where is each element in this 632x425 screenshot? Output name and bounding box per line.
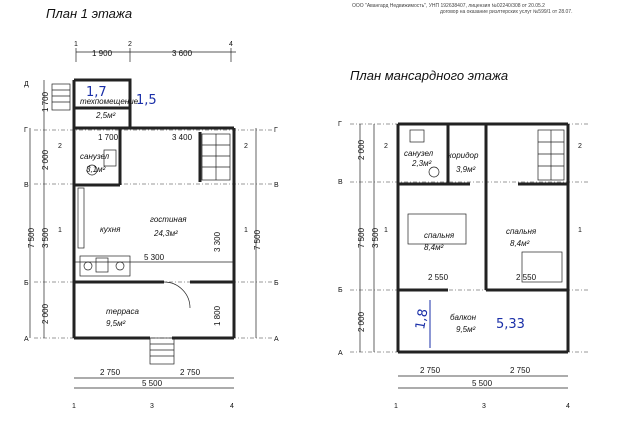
plan2-axis-B: Б <box>338 287 343 294</box>
plan1-axis-bottom-3: 3 <box>150 403 154 410</box>
plan2-title: План мансардного этажа <box>350 68 508 83</box>
plan1-handwritten-1-5: 1,5 <box>136 93 157 108</box>
plan1-row-axes: Д Г В Б А Г В Б А <box>24 81 279 343</box>
plan1-area-tech: 2,5м² <box>95 111 116 120</box>
plan1-axis-B-right: Б <box>274 280 279 287</box>
plan1-left-dim-2000: 2 000 <box>41 149 50 170</box>
plan2-handwritten-5-33: 5,33 <box>496 317 525 332</box>
plan1-left-dim-7500: 7 500 <box>27 227 36 248</box>
plan1-section-2-right: 2 <box>244 143 248 150</box>
plan1-axis-bottom-1: 1 <box>72 403 76 410</box>
plan2-section-1-right: 1 <box>578 227 582 234</box>
plan2-bottom-dim-5500: 5 500 <box>472 379 493 388</box>
plan1-left-dims: 1 700 2 000 7 500 3 500 2 000 <box>27 80 50 338</box>
plan1-axis-G-right: Г <box>274 127 278 134</box>
plan1-door-arc <box>163 281 191 309</box>
plan2-axis-bottom-4: 4 <box>566 403 570 410</box>
plan2-left-dim-2000-b: 2 000 <box>357 311 366 332</box>
plan1-axis-V-right: В <box>274 182 279 189</box>
plan2-axis-V: В <box>338 179 343 186</box>
plan2-row-axes: Г В Б А <box>338 121 343 357</box>
plan1-top-dim-3600: 3 600 <box>172 49 193 58</box>
plan1-axis-A: А <box>24 336 29 343</box>
plan2-handwritten-1-8: 1,8 <box>413 308 431 331</box>
plan1-handwritten-1-7: 1,7 <box>86 85 107 100</box>
plan2-stairs <box>537 129 565 181</box>
plan1-axis-A-right: А <box>274 336 279 343</box>
plan1-room-tech: техпомещение <box>80 97 139 106</box>
plan1-inner-dim-3400: 3 400 <box>172 133 193 142</box>
plan2-left-dim-7500: 7 500 <box>357 227 366 248</box>
plan2-section-2-left: 2 <box>384 143 388 150</box>
plan1-axis-top-1: 1 <box>74 41 78 48</box>
plan1-area-bath: 3,1м² <box>86 165 106 174</box>
plan2-left-dim-2000: 2 000 <box>357 139 366 160</box>
plan2-bottom-dim-2750-a: 2 750 <box>420 366 441 375</box>
plan1-inner-dim-1800: 1 800 <box>213 305 222 326</box>
plan1-section-1-right: 1 <box>244 227 248 234</box>
plan2-axis-bottom-1: 1 <box>394 403 398 410</box>
plan1-top-dim-1900: 1 900 <box>92 49 113 58</box>
plan1-section-2-left: 2 <box>58 143 62 150</box>
plan2-axis-A: А <box>338 350 343 357</box>
plan1-area-terrace: 9,5м² <box>106 319 126 328</box>
plan1-left-dim-3500: 3 500 <box>41 227 50 248</box>
plan2-axis-bottom-3: 3 <box>482 403 486 410</box>
plan1-left-dim-1700: 1 700 <box>41 91 50 112</box>
plan1-bottom-dims: 2 750 2 750 5 500 1 3 4 <box>72 368 234 410</box>
plan1-axis-V: В <box>24 182 29 189</box>
plan1-axis-bottom-4: 4 <box>230 403 234 410</box>
plan1-inner-dim-5300: 5 300 <box>144 253 165 262</box>
plan2-axis-G: Г <box>338 121 342 128</box>
plan2-area-corridor: 3,9м² <box>456 165 476 174</box>
plan2-area-bath: 2,3м² <box>411 159 432 168</box>
plan1-room-bath: санузел <box>80 152 110 161</box>
plan1-axis-top-2: 2 <box>128 41 132 48</box>
plan1-axis-G: Г <box>24 127 28 134</box>
plan2-area-balcony: 9,5м² <box>456 325 476 334</box>
plan1-axis-top-4: 4 <box>229 41 233 48</box>
plan2-bottom-dim-2750-b: 2 750 <box>510 366 531 375</box>
plan2-inner-dim-2550-a: 2 550 <box>428 273 449 282</box>
plan1-inner-dim-1700: 1 700 <box>98 133 119 142</box>
header-line-2: договор на оказание риэлтерских услуг №5… <box>440 9 572 15</box>
plan1-kitchen-furniture <box>77 149 131 277</box>
plan2-bottom-dims: 2 750 2 750 5 500 1 3 4 <box>394 366 570 410</box>
plan2-area-bedroom-2: 8,4м² <box>510 239 530 248</box>
plan2-area-bedroom-1: 8,4м² <box>424 243 444 252</box>
plan1-top-axes: 1 2 4 1 900 3 600 <box>74 41 236 62</box>
plan1-left-dim-2000-b: 2 000 <box>41 303 50 324</box>
plan1-stairs <box>51 83 231 365</box>
plan1-area-living: 24,3м² <box>153 229 178 238</box>
plan2-left-dim-3500: 3 500 <box>371 227 380 248</box>
plan1-room-kitchen: кухня <box>100 225 121 234</box>
plan2-room-bath: санузел <box>404 149 434 158</box>
plan2-inner-dim-2550-b: 2 550 <box>516 273 537 282</box>
plan2-section-2-right: 2 <box>578 143 582 150</box>
plan1-right-dim-7500: 7 500 <box>253 229 262 250</box>
plan1-walls <box>72 78 236 340</box>
header-line-1: ООО "Авангард Недвижимость", УНП 1926384… <box>352 3 545 9</box>
plan2-room-bedroom-1: спальня <box>424 231 455 240</box>
plan1-title: План 1 этажа <box>46 6 132 21</box>
plan1-bottom-dim-5500: 5 500 <box>142 379 163 388</box>
plan2-section-1-left: 1 <box>384 227 388 234</box>
plan2-room-balcony: балкон <box>450 313 477 322</box>
plan1-room-terrace: терраса <box>106 307 139 316</box>
plan1-section-1-left: 1 <box>58 227 62 234</box>
plan1-bottom-dim-2750-b: 2 750 <box>180 368 201 377</box>
plan1-axis-D: Д <box>24 81 29 88</box>
plan2-furniture <box>407 129 563 283</box>
plan2-left-dims: 2 000 7 500 3 500 2 000 <box>357 124 380 352</box>
plan1-inner-dim-3300: 3 300 <box>213 231 222 252</box>
plan1-axis-B: Б <box>24 280 29 287</box>
plan2-room-bedroom-2: спальня <box>506 227 537 236</box>
plan2-room-corridor: коридор <box>448 151 479 160</box>
plan1-room-living: гостиная <box>150 215 187 224</box>
plan2-walls <box>396 122 570 354</box>
plan1-bottom-dim-2750-a: 2 750 <box>100 368 121 377</box>
